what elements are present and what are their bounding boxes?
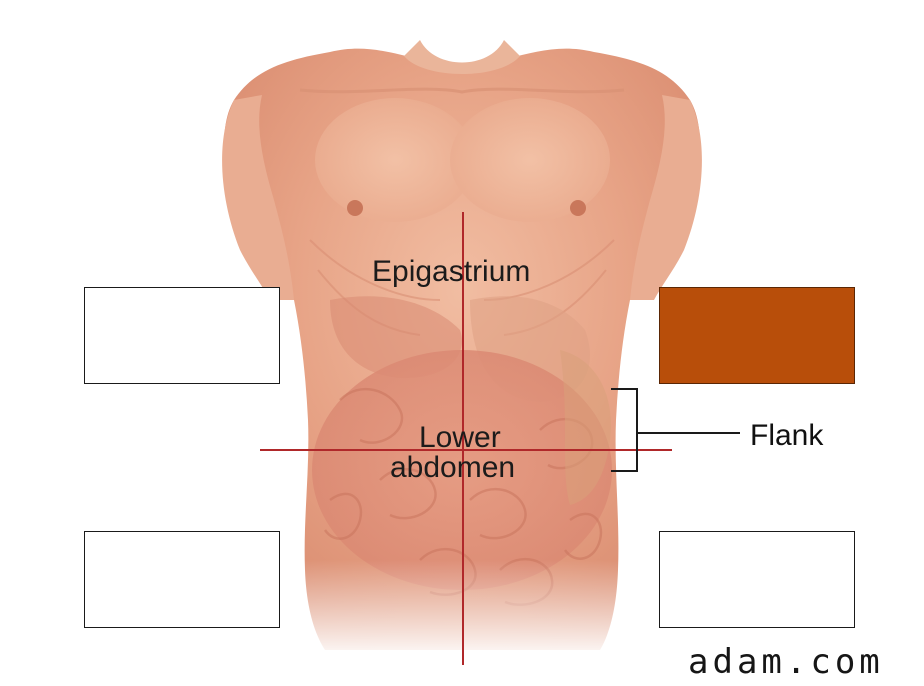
answer-box-bottom-left[interactable] <box>84 531 280 628</box>
right-nipple <box>570 200 586 216</box>
answer-box-top-right[interactable] <box>659 287 855 384</box>
lower-abdomen-label-line1: Lower <box>419 421 501 454</box>
neck-shape <box>404 40 520 74</box>
right-chest <box>450 98 610 222</box>
collarbones <box>299 87 625 94</box>
left-nipple <box>347 200 363 216</box>
left-arm-shape <box>222 95 294 300</box>
colon <box>560 350 611 505</box>
answer-box-bottom-right[interactable] <box>659 531 855 628</box>
epigastrium-label: Epigastrium <box>372 255 531 288</box>
bottom-fade <box>260 560 660 660</box>
right-arm-shape <box>630 95 702 300</box>
lower-abdomen-label-line2: abdomen <box>390 451 516 484</box>
credit-logo: adam.com <box>688 642 884 682</box>
answer-box-top-left[interactable] <box>84 287 280 384</box>
flank-label: Flank <box>750 419 824 452</box>
flank-bracket <box>611 388 638 472</box>
left-chest <box>315 98 475 222</box>
